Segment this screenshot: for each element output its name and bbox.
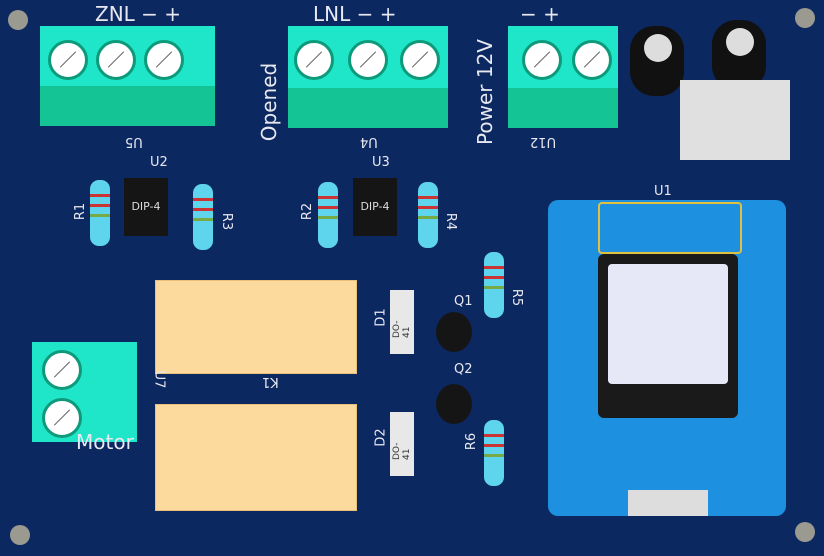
mounting-hole — [795, 8, 815, 28]
u5-ref: U5 — [125, 134, 143, 149]
r2-label: R2 — [300, 202, 316, 221]
u2-ref: U2 — [150, 155, 168, 170]
shield-can — [598, 254, 738, 418]
u1-ref: U1 — [654, 184, 672, 199]
d2-package: DO-41 — [392, 442, 412, 460]
relay — [155, 280, 357, 374]
antenna-icon — [598, 202, 742, 254]
u7-ref: U7 — [151, 370, 167, 389]
esp-module — [548, 200, 786, 516]
relay — [155, 404, 357, 511]
relay-ref: K1 — [262, 374, 279, 389]
mounting-hole — [8, 10, 28, 30]
u4-side-label: Opened — [257, 62, 282, 142]
diode-d1: DO-41 — [390, 290, 414, 354]
mounting-hole — [795, 522, 815, 542]
capacitor — [630, 26, 684, 96]
diode-d2: DO-41 — [390, 412, 414, 476]
resistor-r3 — [193, 184, 213, 250]
r1-label: R1 — [73, 202, 89, 221]
r6-label: R6 — [464, 432, 480, 451]
u3-ref: U3 — [372, 155, 390, 170]
d1-label: D1 — [373, 308, 389, 327]
d2-label: D2 — [373, 428, 389, 447]
terminal-block-u7[interactable] — [32, 342, 137, 442]
u12-ref: U12 — [530, 134, 557, 149]
resistor-r5 — [484, 252, 504, 318]
voltage-regulator — [680, 80, 790, 160]
u4-ref: U4 — [360, 134, 378, 149]
u12-side-label: Power 12V — [472, 39, 497, 145]
q1-label: Q1 — [454, 294, 473, 309]
u5-pin-labels: ZNL − + — [95, 2, 182, 26]
u4-pin-labels: LNL − + — [313, 2, 397, 26]
r5-label: R5 — [509, 288, 525, 307]
optocoupler-u2: DIP-4 — [124, 178, 168, 236]
r4-label: R4 — [443, 212, 459, 231]
transistor-q2 — [436, 384, 472, 424]
usb-connector[interactable] — [628, 490, 708, 516]
u12-pin-labels: − + — [520, 2, 560, 26]
resistor-r4 — [418, 182, 438, 248]
motor-label: Motor — [76, 430, 134, 454]
resistor-r1 — [90, 180, 110, 246]
terminal-block-u12[interactable] — [508, 26, 618, 128]
mounting-hole — [10, 525, 30, 545]
q2-label: Q2 — [454, 362, 473, 377]
resistor-r2 — [318, 182, 338, 248]
resistor-r6 — [484, 420, 504, 486]
terminal-block-u5[interactable] — [40, 26, 215, 126]
optocoupler-u3: DIP-4 — [353, 178, 397, 236]
d1-package: DO-41 — [392, 320, 412, 338]
terminal-block-u4[interactable] — [288, 26, 448, 128]
r3-label: R3 — [219, 212, 235, 231]
transistor-q1 — [436, 312, 472, 352]
capacitor — [712, 20, 766, 90]
